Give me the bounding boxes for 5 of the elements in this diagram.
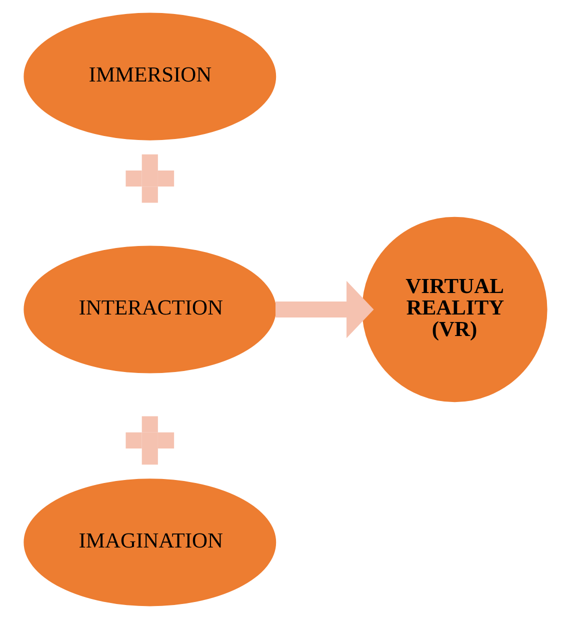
arrow (275, 280, 374, 338)
node-ellipse: IMMERSION (23, 12, 276, 140)
node-ellipse: IMAGINATION (23, 478, 276, 606)
node-circle: VIRTUAL REALITY (VR) (362, 216, 547, 402)
node-ellipse: INTERACTION (23, 246, 276, 374)
